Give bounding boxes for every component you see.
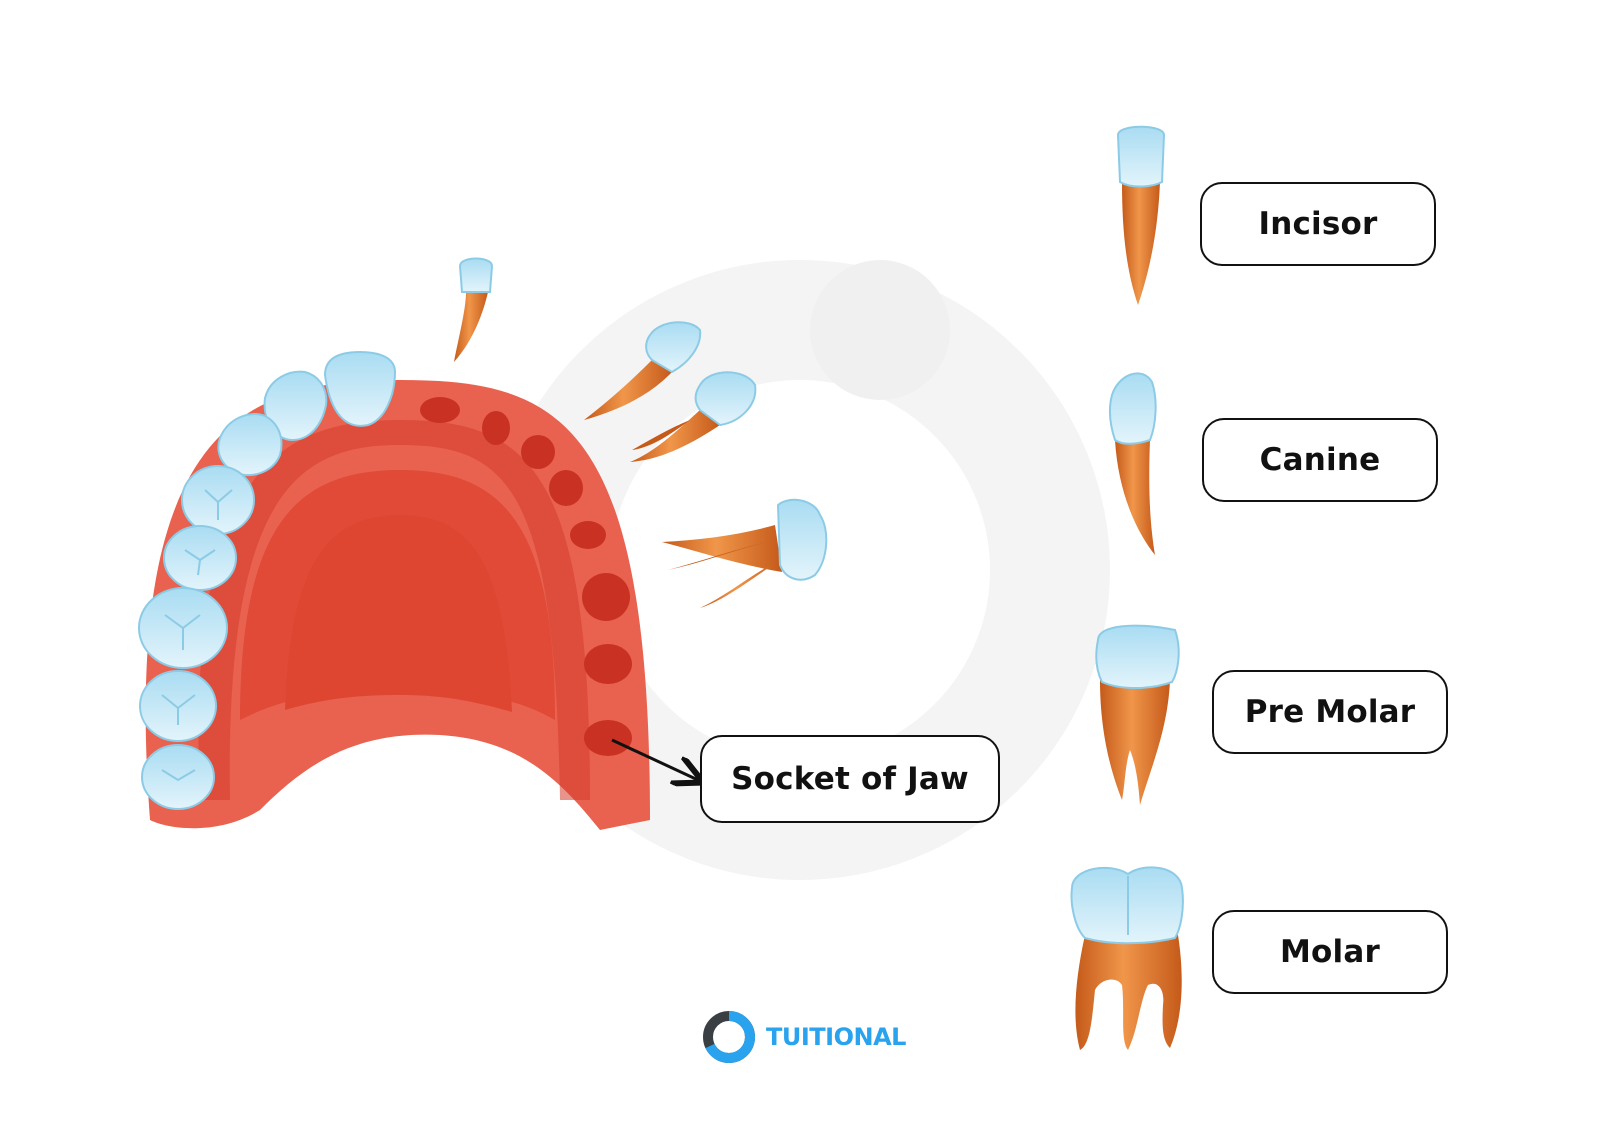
socket (549, 470, 583, 506)
tooth-crown (323, 350, 397, 427)
tooth-crown (141, 744, 215, 810)
ring-logo-icon (703, 1011, 755, 1063)
floating-teeth (454, 257, 828, 608)
tooth-crown (181, 465, 255, 535)
floating-molar (662, 498, 828, 608)
brand-logo: TUITIONAL (700, 1008, 906, 1066)
tooth-crown (163, 525, 237, 591)
brand-name: TUITIONAL (766, 1023, 906, 1051)
upper-teeth (138, 350, 397, 810)
pre-molar-label: Pre Molar (1212, 670, 1448, 754)
canine-label: Canine (1202, 418, 1438, 502)
jaw (138, 350, 651, 830)
socket (570, 521, 606, 549)
socket-of-jaw-label: Socket of Jaw (700, 735, 1000, 823)
socket (420, 397, 460, 423)
canine-tooth (1108, 372, 1157, 555)
tooth-crown (217, 413, 283, 477)
tooth-crown (139, 670, 217, 742)
socket (521, 435, 555, 469)
tooth-sockets (420, 397, 632, 756)
floating-canine (584, 321, 702, 420)
incisor-tooth (1116, 125, 1166, 305)
tooth-fissures (161, 489, 233, 782)
socket (584, 720, 632, 756)
socket (582, 573, 630, 621)
arrow-right-icon (611, 738, 698, 780)
socket (482, 411, 510, 445)
molar-label: Molar (1212, 910, 1448, 994)
premolar-tooth (1095, 624, 1180, 805)
palate-highlight (285, 515, 512, 712)
incisor-label: Incisor (1200, 182, 1436, 266)
floating-premolar (630, 371, 757, 462)
socket (584, 644, 632, 684)
molar-tooth (1070, 866, 1184, 1050)
floating-incisor (454, 257, 494, 362)
